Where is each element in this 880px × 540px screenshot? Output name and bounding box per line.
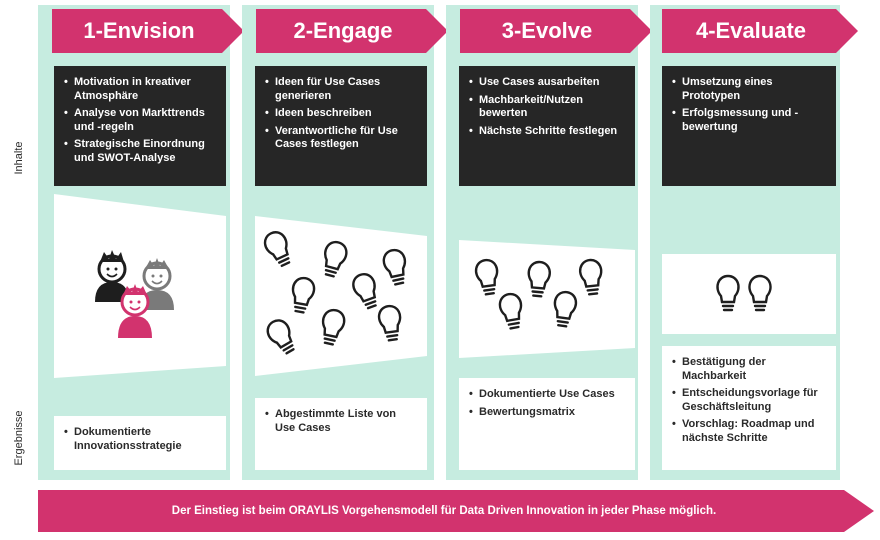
lightbulb-icons [716,274,772,312]
phase-1-title: 1-Envision [83,18,195,43]
people-icon [95,250,174,338]
phase-4-result: Bestätigung der Machbarkeit [672,356,828,383]
phase-4-item: Umsetzung eines Prototypen [672,76,828,103]
footer-arrow: Der Einstieg ist beim ORAYLIS Vorgehensm… [38,490,874,532]
phase-2-title: 2-Engage [293,18,393,43]
phase-2-header: 2-Engage [256,9,448,53]
phase-4-header: 4-Evaluate [662,9,858,53]
phase-3-content-box: Use Cases ausarbeiten Machbarkeit/Nutzen… [459,66,635,186]
phase-3-header: 3-Evolve [460,9,652,53]
phase-1-result: Dokumentierte Innovationsstrategie [64,426,218,453]
phase-3-result: Dokumentierte Use Cases [469,388,627,402]
phase-1-item: Motivation in kreativer Atmosphäre [64,76,218,103]
phase-4-title: 4-Evaluate [695,18,807,43]
phase-3-item: Use Cases ausarbeiten [469,76,627,90]
phase-3-item: Machbarkeit/Nutzen bewerten [469,94,627,121]
phase-2-result: Abgestimmte Liste von Use Cases [265,408,419,435]
phase-2-item: Verantwortliche für Use Cases festlegen [265,125,419,152]
phase-1-item: Analyse von Markttrends und -regeln [64,107,218,134]
phase-1-header: 1-Envision [52,9,244,53]
phase-2-content-box: Ideen für Use Cases generieren Ideen bes… [255,66,427,186]
phase-4-result: Entscheidungsvorlage für Geschäftsleitun… [672,387,828,414]
phase-4-illustration-panel [662,254,836,334]
phase-1-results-box: Dokumentierte Innovationsstrategie [54,416,226,470]
phase-3-result: Bewertungsmatrix [469,406,627,420]
phase-3-item: Nächste Schritte festlegen [469,125,627,139]
phase-3-illustration-panel [459,240,635,358]
phase-1-content-box: Motivation in kreativer Atmosphäre Analy… [54,66,226,186]
footer-text: Der Einstieg ist beim ORAYLIS Vorgehensm… [171,505,717,517]
phase-2-results-box: Abgestimmte Liste von Use Cases [255,398,427,470]
row-label-content: Inhalte [13,141,25,175]
phase-4-content-box: Umsetzung eines Prototypen Erfolgsmessun… [662,66,836,186]
phase-3-title: 3-Evolve [501,18,593,43]
phase-2-item: Ideen für Use Cases generieren [265,76,419,103]
phase-1-item: Strategische Einordnung und SWOT-Analyse [64,138,218,165]
row-label-results: Ergebnisse [13,410,25,466]
phase-4-item: Erfolgsmessung und -bewertung [672,107,828,134]
phase-4-result: Vorschlag: Roadmap und nächste Schritte [672,418,828,445]
phase-3-results-box: Dokumentierte Use Cases Bewertungsmatrix [459,378,635,470]
lightbulb-icons [263,231,407,355]
phase-1-illustration-panel [54,194,226,378]
phase-2-item: Ideen beschreiben [265,107,419,121]
lightbulb-icons [474,258,603,330]
phase-4-results-box: Bestätigung der Machbarkeit Entscheidung… [662,346,836,470]
